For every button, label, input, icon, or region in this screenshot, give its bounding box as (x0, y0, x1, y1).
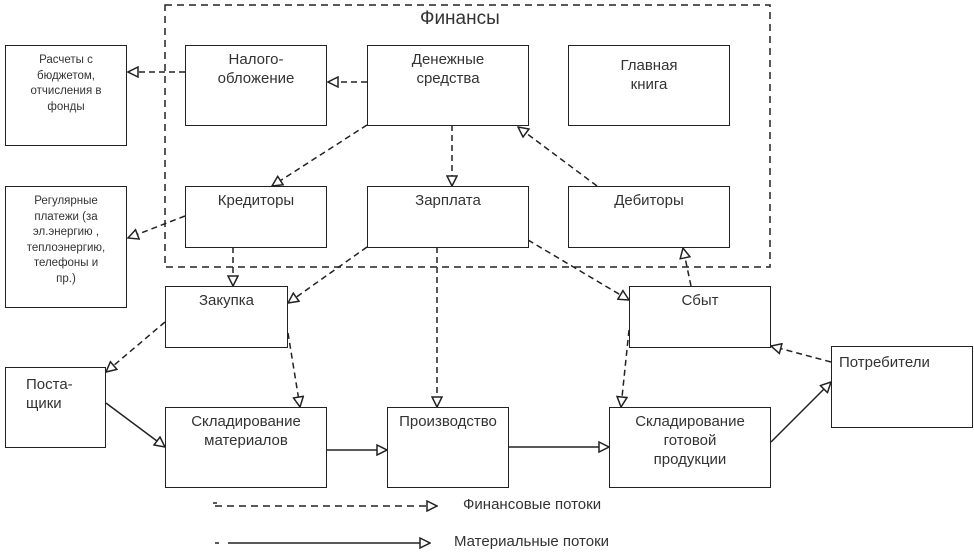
node-sales[interactable]: Сбыт (629, 286, 771, 348)
node-product-storage[interactable]: Складирование готовой продукции (609, 407, 771, 488)
node-creditors[interactable]: Кредиторы (185, 186, 327, 248)
node-cash-label: Денежные средства (411, 51, 485, 87)
node-debtors-label: Дебиторы (614, 192, 684, 209)
node-regular-payments-label: Регулярные платежи (за эл.энергию , тепл… (26, 195, 106, 285)
legend-material-label: Материальные потоки (454, 533, 610, 550)
node-regular-payments[interactable]: Регулярные платежи (за эл.энергию , тепл… (5, 186, 127, 308)
node-production[interactable]: Производство (387, 407, 509, 488)
edge-sales-to-product_storage (621, 329, 630, 407)
edge-salary-to-sales (527, 239, 629, 300)
edge-purchase-to-materials_storage (287, 332, 300, 407)
edge-cash-to-creditors (272, 124, 368, 186)
node-salary[interactable]: Зарплата (367, 186, 529, 248)
node-ledger[interactable]: Главная книга (568, 45, 730, 126)
node-suppliers-label: Поста- щики (26, 376, 73, 412)
node-purchase[interactable]: Закупка (165, 286, 288, 348)
node-purchase-label: Закупка (199, 292, 254, 309)
node-cash[interactable]: Денежные средства (367, 45, 529, 126)
edge-creditors-to-regular (128, 215, 186, 238)
edge-sales-to-debtors (683, 248, 692, 287)
edge-debtors-to-cash (518, 127, 598, 187)
edge-consumers-to-sales (771, 346, 832, 363)
node-creditors-label: Кредиторы (217, 192, 295, 209)
node-production-label: Производство (399, 413, 497, 430)
node-budget[interactable]: Расчеты с бюджетом, отчисления в фонды (5, 45, 127, 146)
node-materials-storage-label: Складирование материалов (191, 413, 301, 449)
node-sales-label: Сбыт (681, 292, 719, 309)
node-budget-label: Расчеты с бюджетом, отчисления в фонды (30, 54, 102, 113)
node-tax[interactable]: Налого- обложение (185, 45, 327, 126)
edge-suppliers-to-materials_storage (105, 402, 165, 447)
finance-frame-title: Финансы (420, 8, 500, 29)
edge-product_storage-to-consumers (770, 382, 831, 443)
node-debtors[interactable]: Дебиторы (568, 186, 730, 248)
finance-frame (164, 4, 771, 268)
node-ledger-label: Главная книга (620, 57, 678, 93)
edge-purchase-to-suppliers (106, 321, 166, 372)
node-salary-label: Зарплата (415, 192, 481, 209)
edge-salary-to-purchase (288, 246, 368, 303)
node-tax-label: Налого- обложение (217, 51, 295, 87)
node-product-storage-label: Складирование готовой продукции (635, 413, 745, 468)
node-materials-storage[interactable]: Складирование материалов (165, 407, 327, 488)
node-suppliers[interactable]: Поста- щики (5, 367, 106, 448)
node-consumers[interactable]: Потребители (831, 346, 973, 428)
legend-financial-label: Финансовые потоки (463, 496, 602, 513)
node-consumers-label: Потребители (839, 354, 930, 371)
